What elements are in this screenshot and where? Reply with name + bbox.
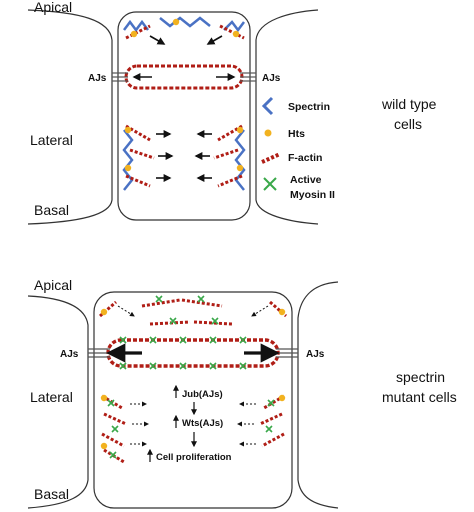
factin-lateral-right-bottom [259, 394, 285, 448]
legend-factin-label: F-actin [288, 152, 322, 164]
dashed-lateral-arrows [130, 401, 256, 447]
myosin-lateral-bottom [107, 399, 275, 459]
label-ajs-left-top: AJs [88, 73, 107, 84]
spectrin-apical-left [123, 19, 149, 33]
aj-junction-left [112, 72, 128, 82]
myosin-on-ring [119, 336, 247, 370]
central-mutant-cell-outline [93, 291, 293, 509]
legend-hts-icon [264, 129, 272, 137]
factin-apical-left [125, 24, 151, 40]
myosin-apical-bottom [155, 295, 219, 325]
signaling-cascade: Jub(AJs) Wts(AJs) Cell proliferation [147, 384, 232, 463]
legend-spectrin-label: Spectrin [288, 101, 330, 113]
bottom-panel: Jub(AJs) Wts(AJs) Cell proliferation Api… [27, 277, 457, 509]
label-ajs-left-bottom: AJs [60, 349, 79, 360]
wts-label: Wts(AJs) [182, 418, 223, 429]
legend-myosin-label-line2: Myosin II [290, 189, 335, 201]
legend-hts-label: Hts [288, 128, 305, 140]
label-basal-bottom: Basal [34, 486, 69, 502]
hts-dot [172, 18, 180, 26]
caption-bottom-line1: spectrin [396, 369, 445, 385]
lateral-arrows [156, 130, 212, 182]
aj-junction-right [240, 72, 256, 82]
top-panel: Apical Lateral Basal AJs AJs Spectrin Ht… [27, 0, 437, 225]
jub-label: Jub(AJs) [182, 389, 223, 400]
factin-lateral-left [125, 124, 155, 188]
legend-myosin-label-line1: Active [290, 174, 322, 186]
central-cell-outline [117, 11, 251, 221]
hts-lateral-dots [124, 126, 244, 172]
dashed-arrow-apical-right [251, 305, 269, 317]
label-lateral-top: Lateral [30, 132, 73, 148]
dashed-arrow-apical-left [117, 305, 135, 317]
caption-top-line2: cells [394, 116, 422, 132]
legend: Spectrin Hts F-actin Active Myosin II [261, 96, 335, 201]
factin-apical-right [219, 24, 245, 40]
hts-dot [130, 30, 138, 38]
caption-bottom-line2: mutant cells [382, 389, 457, 405]
hts-dot [232, 30, 240, 38]
hts-apical-bottom [100, 308, 286, 316]
legend-factin-icon [261, 152, 281, 164]
apical-arrow-left [149, 35, 166, 45]
label-basal-top: Basal [34, 202, 69, 218]
right-neighbor-cell-outline [255, 9, 319, 225]
apical-arrow-right [206, 35, 223, 45]
caption-top-line1: wild type [381, 96, 437, 112]
label-ajs-right-bottom: AJs [306, 349, 325, 360]
hts-lateral-bottom [100, 394, 286, 450]
spectrin-apical-top [159, 16, 211, 28]
right-neighbor-cell-outline-bottom [297, 281, 339, 509]
left-neighbor-cell-outline-bottom [27, 295, 89, 509]
label-lateral-bottom: Lateral [30, 389, 73, 405]
label-apical-top: Apical [34, 0, 72, 15]
legend-myosin-icon [263, 177, 277, 191]
label-apical-bottom: Apical [34, 277, 72, 293]
left-neighbor-cell-outline [27, 9, 113, 225]
spectrin-apical-right [223, 20, 245, 33]
legend-spectrin-icon [261, 96, 274, 116]
factin-lateral-right [213, 124, 243, 188]
proliferation-label: Cell proliferation [156, 452, 232, 463]
label-ajs-right-top: AJs [262, 73, 281, 84]
